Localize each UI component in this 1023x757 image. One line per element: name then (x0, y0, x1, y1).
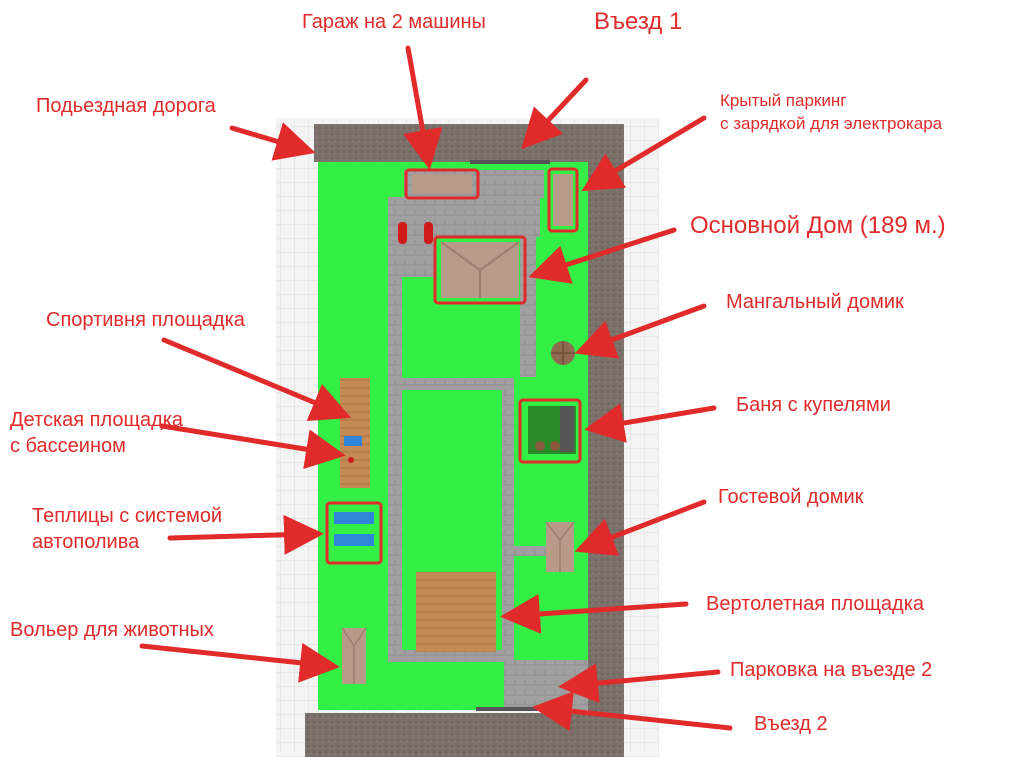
greenhouse-1 (334, 512, 374, 524)
entry2-parking-area (504, 660, 588, 710)
helipad (416, 572, 496, 652)
sports-ground-deck (340, 378, 370, 488)
right-road (588, 124, 624, 714)
label-covered-parking-2: с зарядкой для электрокара (720, 114, 943, 133)
car-1 (398, 222, 407, 244)
sauna-highlight (518, 398, 582, 464)
label-garage: Гараж на 2 машины (302, 11, 486, 33)
car-2 (424, 222, 433, 244)
label-access-road: Подьездная дорога (36, 95, 216, 117)
label-kids-ground-2: с бассеином (10, 435, 126, 457)
label-helipad: Вертолетная площадка (706, 593, 925, 615)
greenhouse-2 (334, 534, 374, 546)
sauna-building (560, 406, 574, 452)
bbq-house-ridge (551, 341, 575, 365)
label-covered-parking-1: Крытый паркинг (720, 91, 847, 110)
label-kids-ground-1: Детская площадка (10, 409, 184, 431)
main-house-ridge (440, 241, 520, 298)
path-bottom (388, 650, 514, 662)
gate-1 (470, 160, 550, 164)
path-middle (402, 378, 514, 390)
label-animal-enclosure: Вольер для животных (10, 619, 214, 641)
main-house-highlight (433, 235, 527, 305)
path-guest (514, 546, 548, 556)
label-sauna: Баня с купелями (736, 394, 891, 416)
path-right (502, 378, 514, 662)
garage-roof (412, 174, 472, 194)
animal-enclosure-ridge (341, 627, 367, 684)
tub-1 (535, 441, 545, 451)
top-road (314, 124, 624, 162)
kids-pool (344, 436, 362, 446)
bottom-road (305, 713, 624, 757)
label-parking-entry2: Парковка на въезде 2 (730, 659, 933, 681)
label-guest-house: Гостевой домик (718, 486, 864, 508)
gate-2 (476, 707, 556, 711)
label-bbq-house: Мангальный домик (726, 291, 904, 313)
guest-house-ridge (545, 521, 575, 572)
label-greenhouses-2: автополива (32, 531, 140, 553)
path-left (388, 237, 402, 662)
path-house-side (520, 237, 536, 377)
label-sports-ground: Спортивня площадка (46, 309, 245, 331)
label-entry1: Въезд 1 (594, 8, 683, 35)
label-main-house: Основной Дом (189 м.) (690, 212, 946, 239)
garage-highlight (404, 168, 480, 200)
driveway (388, 197, 540, 237)
greenhouses-highlight (325, 501, 383, 565)
tub-2 (550, 441, 560, 451)
covered-parking-roof (553, 174, 573, 226)
label-greenhouses-1: Теплицы с системой (32, 505, 223, 527)
kids-toy (348, 457, 354, 463)
label-entry2: Въезд 2 (754, 713, 828, 735)
